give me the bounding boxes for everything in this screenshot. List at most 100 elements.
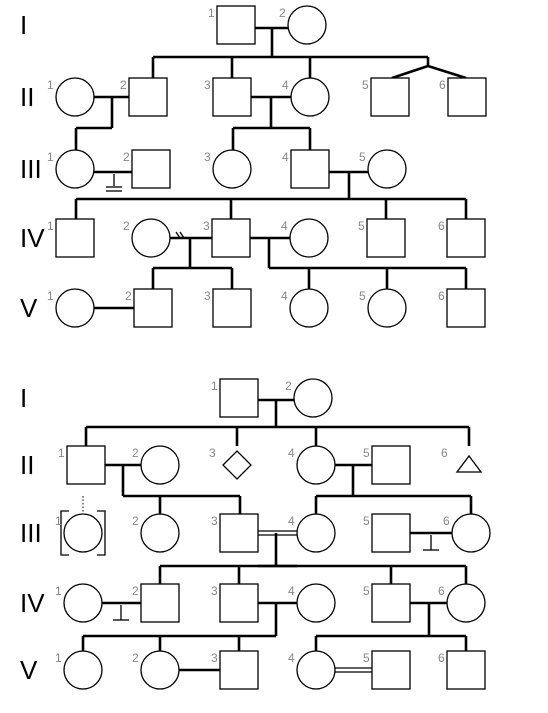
pedigree-1-individual-number: 4 <box>282 78 289 92</box>
pedigree-1-male-symbol <box>133 288 173 328</box>
pedigree-1-connector-line <box>427 64 467 80</box>
pedigree-1-individual-number: 2 <box>120 78 127 92</box>
pedigree-1-female-symbol <box>289 288 329 328</box>
pedigree-1-individual-number: 1 <box>47 150 54 164</box>
pedigree-1-individual-number: 1 <box>47 289 54 303</box>
pedigree-1-female-symbol <box>287 5 327 45</box>
pedigree-2-individual-number: 2 <box>132 514 139 528</box>
pedigree-2-female-symbol <box>451 513 491 553</box>
pedigree-2-individual-number: 2 <box>132 651 139 665</box>
pedigree-1-male-symbol <box>211 218 251 258</box>
pedigree-1-male-symbol <box>55 218 95 258</box>
pedigree-1-individual-number: 2 <box>123 150 130 164</box>
pedigree-1-female-symbol <box>212 149 252 189</box>
pedigree-2-individual-number: 3 <box>211 584 218 598</box>
pedigree-2-individual-number: 2 <box>285 379 292 393</box>
pedigree-2-female-symbol <box>296 583 336 623</box>
pedigree-2-individual-number: 4 <box>288 651 295 665</box>
pedigree-2-individual-number: 6 <box>441 446 448 460</box>
pedigree-1-female-symbol <box>55 288 95 328</box>
pedigree-2-individual-number: 5 <box>363 514 370 528</box>
pedigree-2-female-symbol <box>140 445 180 485</box>
pedigree-1-individual-number: 1 <box>47 219 54 233</box>
pedigree-2-female-symbol <box>140 513 180 553</box>
pedigree-1-male-symbol <box>370 77 410 117</box>
pedigree-1-generation-label: II <box>20 82 34 112</box>
pedigree-2-individual-number: 4 <box>288 446 295 460</box>
pedigree-1-male-symbol <box>446 218 486 258</box>
pedigree-1-generation-label: V <box>20 293 38 323</box>
pedigree-2-adoption-bracket <box>60 510 69 556</box>
pedigree-2-individual-number: 5 <box>363 651 370 665</box>
pedigree-1-individual-number: 4 <box>281 219 288 233</box>
pedigree-1-generation-label: III <box>20 154 42 184</box>
pedigree-2-generation-label: V <box>20 655 38 685</box>
pedigree-1-female-symbol <box>131 218 171 258</box>
pedigree-2-female-symbol <box>296 513 336 553</box>
pedigree-2-male-symbol <box>219 378 259 418</box>
pedigree-2-individual-number: 5 <box>363 584 370 598</box>
pedigree-1-individual-number: 2 <box>279 6 286 20</box>
pedigree-1-individual-number: 6 <box>439 78 446 92</box>
pedigree-2-individual-number: 1 <box>55 651 62 665</box>
pedigree-symbols <box>55 5 491 690</box>
pedigree-2-male-symbol <box>371 583 411 623</box>
pedigree-2-individual-number: 6 <box>438 651 445 665</box>
pedigree-1-male-symbol <box>128 77 168 117</box>
pedigree-2-female-symbol <box>293 378 333 418</box>
pedigree-2-generation-label: I <box>20 383 27 413</box>
pedigree-2-individual-number: 6 <box>443 514 450 528</box>
pedigree-1-individual-number: 5 <box>358 219 365 233</box>
pedigree-1-individual-number: 1 <box>208 6 215 20</box>
pedigree-1-male-symbol <box>212 77 252 117</box>
pedigree-2-female-symbol <box>63 583 103 623</box>
pedigree-1-individual-number: 4 <box>281 289 288 303</box>
pedigree-2-female-symbol <box>140 650 180 690</box>
pedigree-2-generation-label: II <box>20 450 34 480</box>
pedigree-2-individual-number: 3 <box>211 514 218 528</box>
pedigree-2-female-symbol <box>446 583 486 623</box>
pedigree-1-generation-label: IV <box>20 223 45 253</box>
pedigree-1-female-symbol <box>289 218 329 258</box>
pedigree-1-female-symbol <box>55 77 95 117</box>
pedigree-connectors <box>74 26 473 673</box>
pedigree-1-generation-label: I <box>20 10 27 40</box>
pedigree-1-female-symbol <box>367 149 407 189</box>
pedigree-1-individual-number: 3 <box>204 78 211 92</box>
pedigree-1-individual-number: 1 <box>47 78 54 92</box>
pedigree-1-male-symbol <box>447 77 487 117</box>
pedigree-2-female-symbol <box>63 513 103 553</box>
pedigree-1-individual-number: 3 <box>203 219 210 233</box>
pedigree-1-male-symbol <box>446 288 486 328</box>
pedigree-1-male-symbol <box>131 149 171 189</box>
pedigree-2-individual-number: 1 <box>55 514 62 528</box>
pedigree-1-female-symbol <box>55 149 95 189</box>
pedigree-1-individual-number: 5 <box>359 289 366 303</box>
pedigree-2-individual-number: 1 <box>55 584 62 598</box>
pedigree-1-marker-line <box>175 231 181 239</box>
pedigree-1-male-symbol <box>366 218 406 258</box>
pedigree-2-male-symbol <box>219 583 259 623</box>
pedigree-2-male-symbol <box>371 445 411 485</box>
pedigree-1-male-symbol <box>216 5 256 45</box>
pedigree-2-individual-number: 3 <box>211 651 218 665</box>
pedigree-2-male-symbol <box>140 583 180 623</box>
pedigree-1-individual-number: 5 <box>362 78 369 92</box>
pedigree-2-individual-number: 1 <box>211 379 218 393</box>
pedigree-2-male-symbol <box>219 650 259 690</box>
pedigree-2-male-symbol <box>371 513 411 553</box>
pedigree-1-female-symbol <box>290 77 330 117</box>
pedigree-1-female-symbol <box>367 288 407 328</box>
pedigree-1-individual-number: 6 <box>438 289 445 303</box>
pedigree-1-male-symbol <box>290 149 330 189</box>
pedigree-2-female-symbol <box>63 650 103 690</box>
pedigree-1-individual-number: 2 <box>123 219 130 233</box>
pedigree-1-connector-line <box>391 64 429 80</box>
pedigree-2-male-symbol <box>219 513 259 553</box>
pedigree-1-marker-line <box>179 231 185 239</box>
pedigree-2-female-symbol <box>296 445 336 485</box>
pedigree-2-individual-number: 4 <box>288 514 295 528</box>
pedigree-2-individual-number: 5 <box>363 446 370 460</box>
